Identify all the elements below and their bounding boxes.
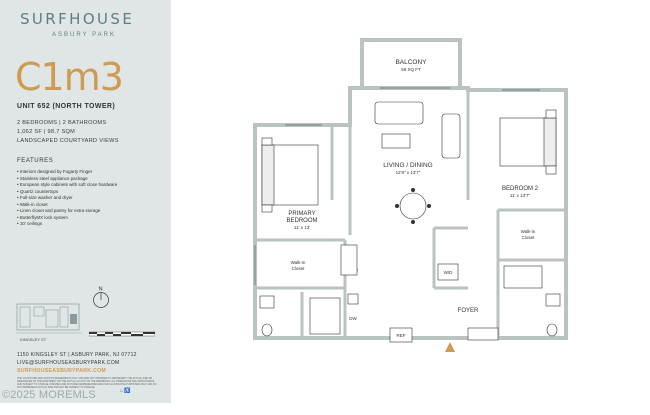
brand-logo: SURFHOUSE xyxy=(20,10,135,28)
room-dims: 12'8" x 13'7" xyxy=(396,170,421,175)
watermark: ©2025 MOREMLS xyxy=(2,389,96,401)
address: 1150 KINGSLEY ST | ASBURY PARK, NJ 07712 xyxy=(17,352,137,358)
room-label: FOYER xyxy=(458,308,479,314)
room-dims: 11' x 13'7" xyxy=(510,193,531,198)
feature-item: • Interiors designed by Fogarty Finger xyxy=(17,169,93,174)
unit-code: C1m3 xyxy=(15,55,124,99)
brand-location: ASBURY PARK xyxy=(52,32,117,38)
feature-item: • Full-size washer and dryer xyxy=(17,195,73,201)
room-label: Closet xyxy=(292,266,306,271)
spec-bedrooms: 2 BEDROOMS | 2 BATHROOMS xyxy=(17,120,107,126)
scale-bar xyxy=(89,331,155,337)
entrance-arrow-icon xyxy=(445,342,455,352)
compass-icon: N xyxy=(93,287,109,308)
room-dims: 11' x 13' xyxy=(294,225,310,230)
room-label: Walk-in xyxy=(521,229,536,234)
feature-item: • European style cabinets with soft clos… xyxy=(17,182,118,188)
feature-item: • Quartz countertops xyxy=(17,188,59,194)
spec-area: 1,062 SF | 98.7 SQM xyxy=(17,129,76,135)
info-panel: SURFHOUSE ASBURY PARK C1m3 UNIT 652 (NOR… xyxy=(0,0,171,403)
room-label: PRIMARY xyxy=(288,211,315,217)
site-plan-label: KINGSLEY ST xyxy=(20,337,47,342)
feature-item: • Stainless steel appliance package xyxy=(17,175,88,181)
compass-label: N xyxy=(99,287,103,293)
disclaimer: THE COURTYARD AND ARTIST'S RENDERINGS ON… xyxy=(17,377,157,390)
room-label: BALCONY xyxy=(395,59,427,66)
room-dims: 59 SQ FT xyxy=(401,67,421,72)
floor-plan: BALCONY 59 SQ FT LIVING / DINING 12'8" x… xyxy=(253,38,568,352)
feature-item: • Walk-in closet xyxy=(17,201,48,207)
site-plan: KINGSLEY ST xyxy=(16,303,82,342)
room-label: DW xyxy=(349,316,357,321)
equal-housing-icons: ⌂ ♿ xyxy=(120,388,131,394)
room-label: BEDROOM 2 xyxy=(502,186,539,192)
feature-item: • ButterflyMX lock system xyxy=(17,214,68,220)
room-label: Walk-in xyxy=(291,260,306,265)
room-label: Closet xyxy=(522,235,536,240)
room-label: BEDROOM xyxy=(286,218,317,224)
unit-title: UNIT 652 (NORTH TOWER) xyxy=(17,103,116,110)
website-link[interactable]: SURFHOUSEASBURYPARK.COM xyxy=(17,368,107,374)
feature-item: • 10' ceilings xyxy=(17,221,42,227)
spec-views: LANDSCAPED COURTYARD VIEWS xyxy=(17,138,119,144)
features-heading: FEATURES xyxy=(17,158,54,164)
room-label: LIVING / DINING xyxy=(383,162,432,169)
email: LIVE@SURFHOUSEASBURYPARK.COM xyxy=(17,360,120,366)
features-list: • Interiors designed by Fogarty Finger •… xyxy=(17,169,117,228)
feature-item: • Linen closet and pantry for extra stor… xyxy=(17,208,101,214)
room-label: REF xyxy=(397,333,406,338)
room-label: W/D xyxy=(444,270,453,275)
